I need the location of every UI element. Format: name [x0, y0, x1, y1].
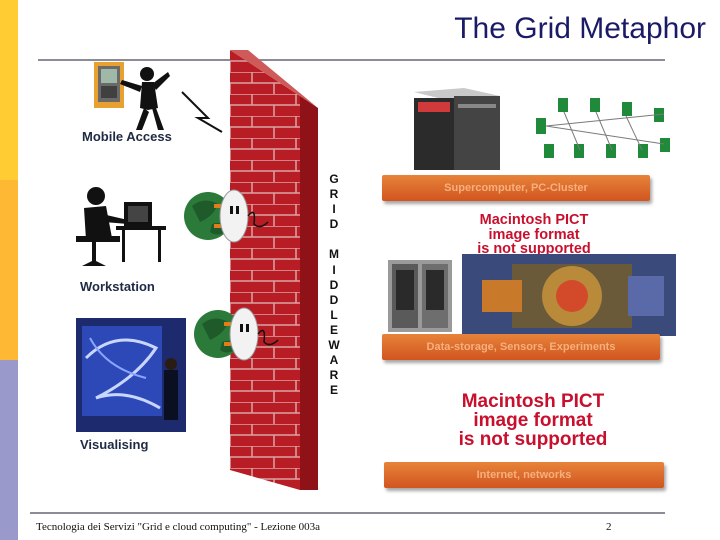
footer-text: Tecnologia dei Servizi "Grid e cloud com…	[36, 521, 321, 533]
workstation-user-icon	[76, 187, 166, 266]
pict-small-line: is not supported	[477, 241, 591, 257]
workstation-label: Workstation	[80, 279, 155, 294]
page-number: 2	[606, 521, 612, 533]
supercomputer-icon	[414, 88, 500, 170]
middleware-vertical-text: G R I D M I D D L E W A R E	[327, 172, 341, 398]
visualising-label: Visualising	[80, 437, 149, 452]
mobile-access-label: Mobile Access	[82, 129, 172, 144]
globe-plug-icon	[184, 189, 269, 243]
storage-robot-icon	[388, 260, 452, 332]
middleware-letter: I	[332, 202, 336, 217]
middleware-letter	[327, 232, 341, 247]
middleware-letter: R	[329, 368, 339, 383]
middleware-letter: G	[329, 172, 339, 186]
middleware-letter: I	[332, 262, 336, 277]
footer-divider	[30, 512, 665, 514]
pda-phone-icon	[94, 62, 170, 130]
banner-supercomputer: Supercomputer, PC-Cluster	[382, 175, 650, 201]
middleware-letter: A	[329, 353, 339, 368]
globe-plug-icon	[194, 307, 279, 361]
slide-title: The Grid Metaphor	[454, 12, 706, 45]
firewall-brick-wall	[230, 50, 318, 490]
wall-screen-visualisation-icon	[76, 318, 186, 432]
middleware-letter: R	[329, 187, 339, 202]
title-divider	[38, 59, 665, 61]
pict-large-line: image format	[473, 410, 593, 431]
middleware-letter: D	[329, 292, 339, 307]
middleware-letter: D	[329, 277, 339, 292]
network-diagram-icon	[536, 98, 670, 158]
pict-placeholder-small: Macintosh PICT image format is not suppo…	[460, 213, 608, 257]
sidebar-decoration	[0, 0, 18, 540]
middleware-letter: D	[329, 217, 339, 232]
sidebar-block-orange	[0, 180, 18, 360]
middleware-letter: E	[329, 383, 338, 398]
sidebar-block-lavender	[0, 360, 18, 540]
banner-storage: Data-storage, Sensors, Experiments	[382, 334, 660, 360]
banner-internet: Internet, networks	[384, 462, 664, 488]
lightning-icon	[181, 91, 223, 133]
pict-large-line: Macintosh PICT	[461, 391, 605, 412]
pict-small-line: image format	[488, 226, 580, 243]
pict-large-line: is not supported	[458, 429, 608, 450]
middleware-letter: L	[330, 307, 338, 322]
pict-small-line: Macintosh PICT	[479, 212, 589, 228]
middleware-letter: W	[328, 338, 340, 353]
sidebar-block-yellow	[0, 0, 18, 180]
pict-placeholder-large: Macintosh PICT image format is not suppo…	[438, 392, 628, 449]
middleware-letter: M	[329, 247, 339, 262]
middleware-letter: E	[329, 322, 338, 337]
experiment-detector-icon	[462, 254, 676, 336]
